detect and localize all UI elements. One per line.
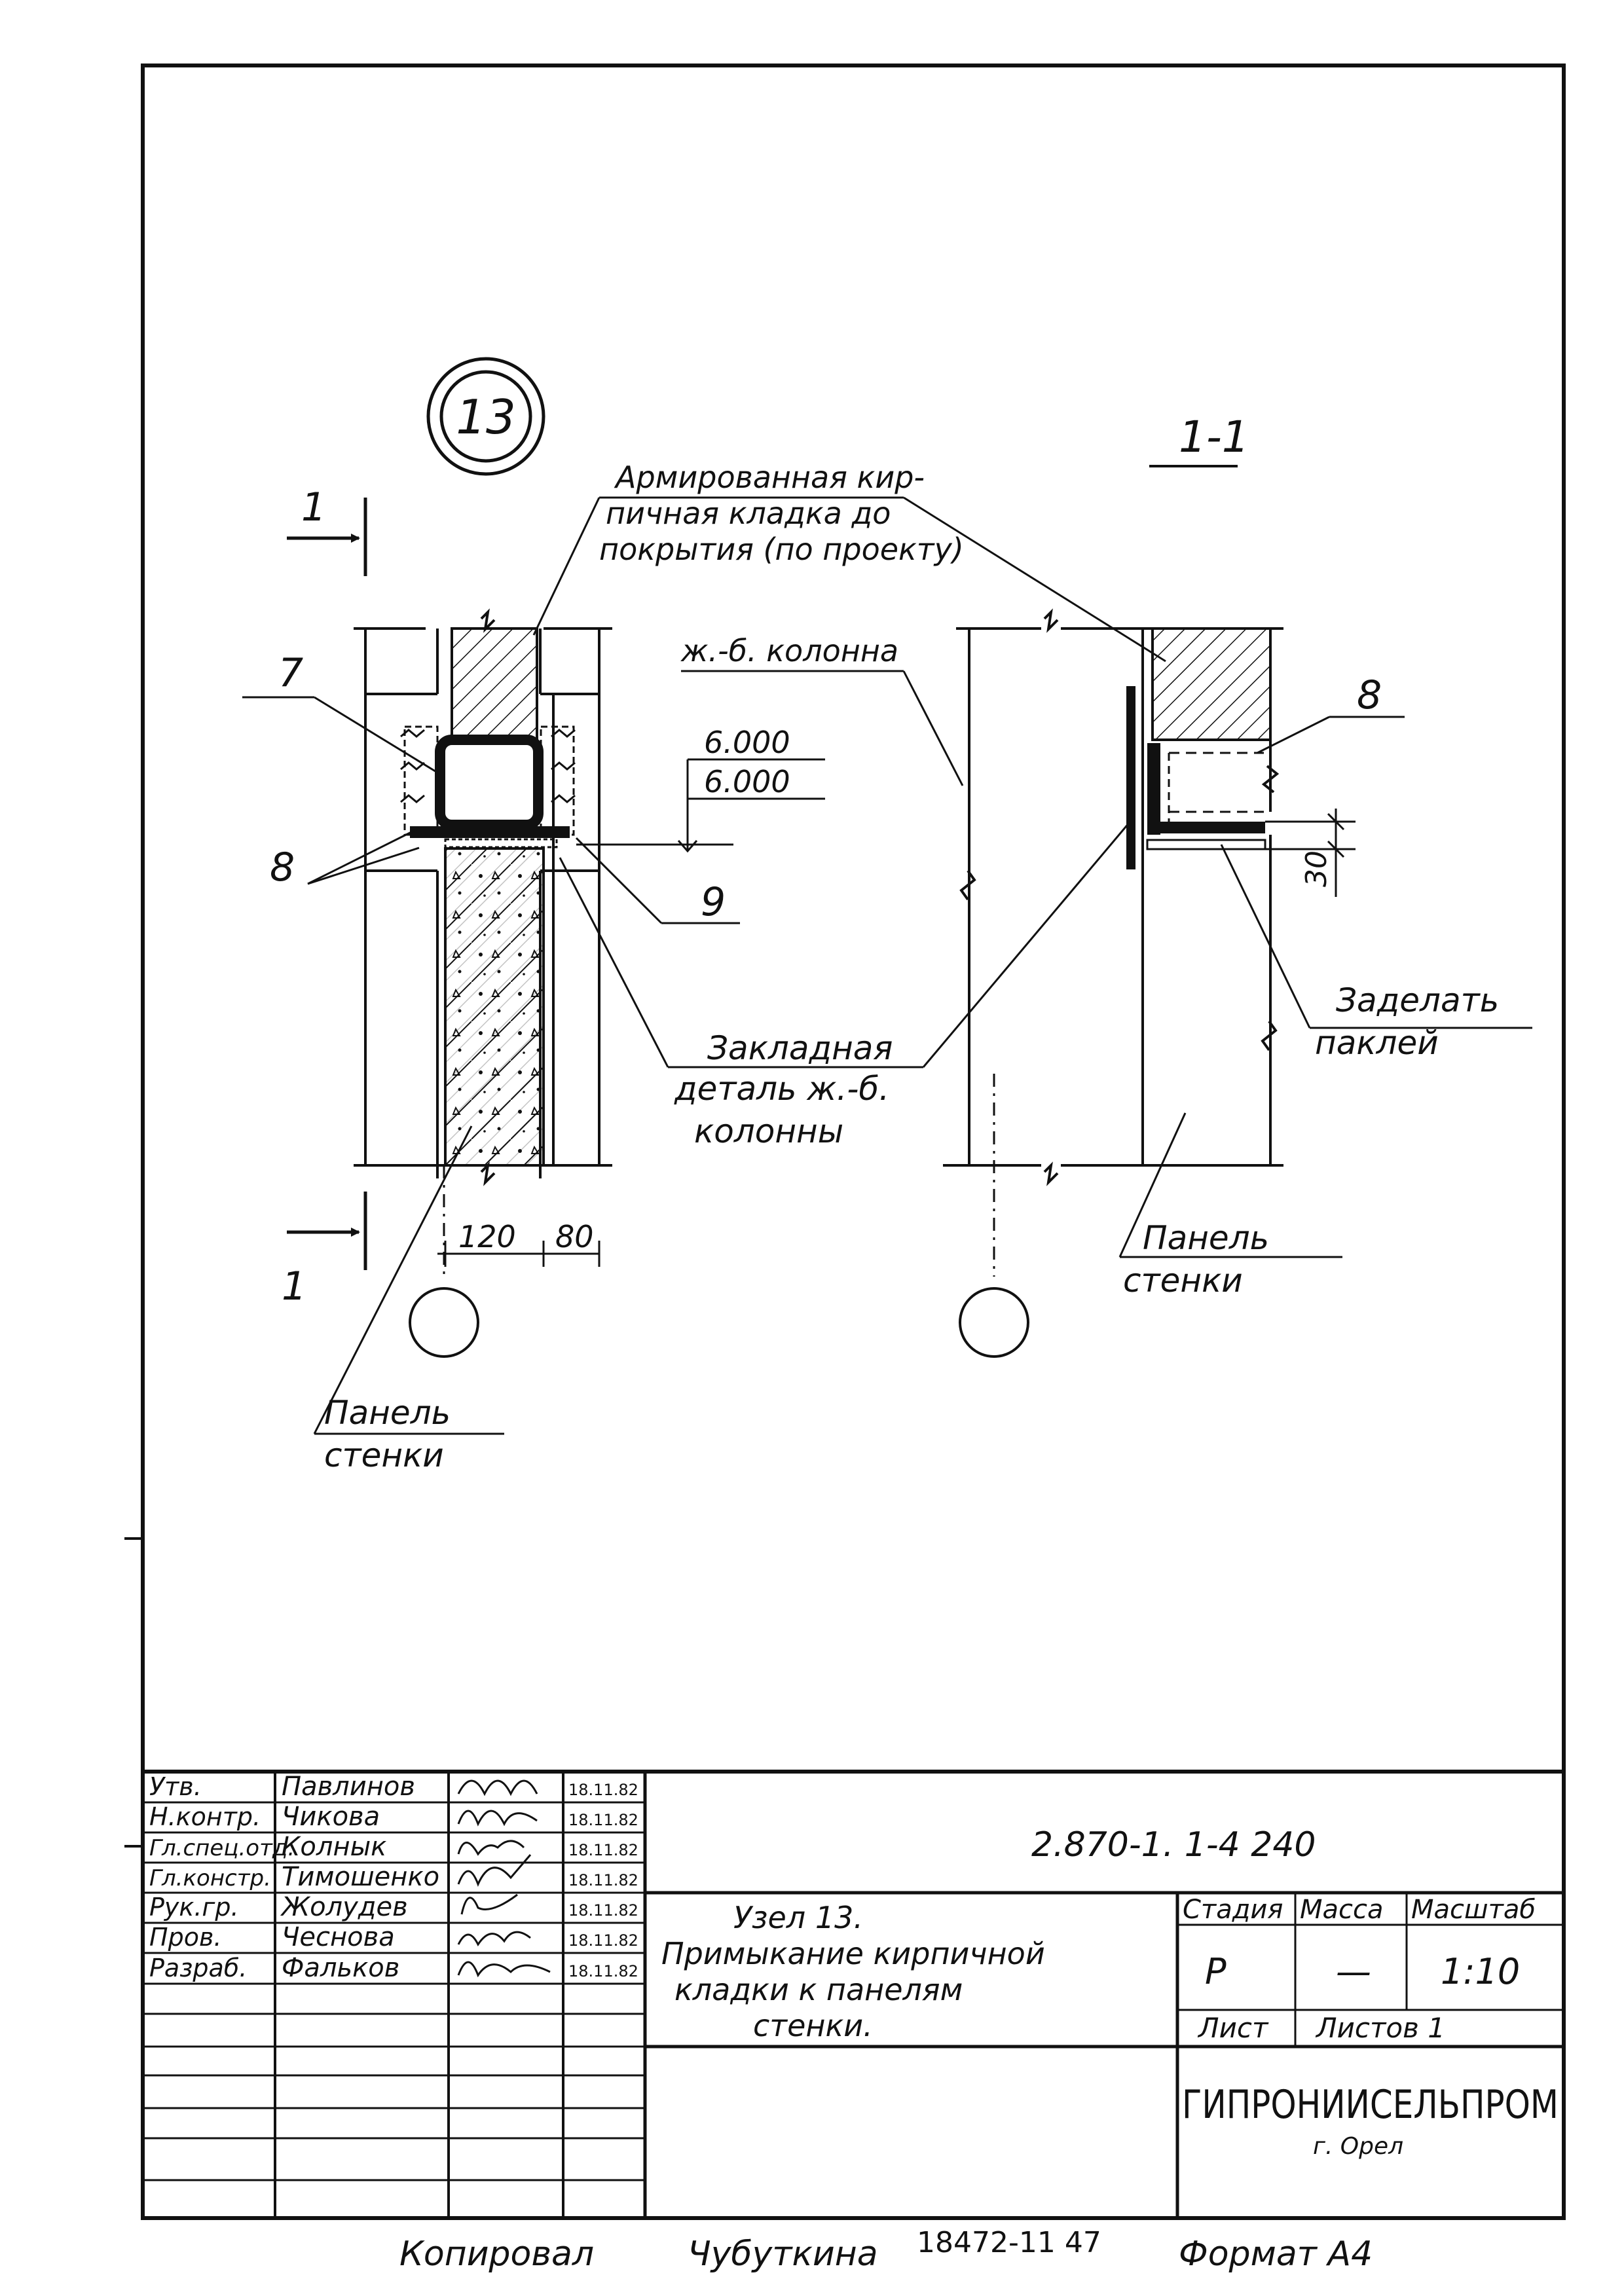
embedded-callout-line1: Закладная <box>707 1029 893 1067</box>
copied-label: Копировал <box>399 2234 594 2274</box>
steel-tube <box>435 735 544 830</box>
mark-9: 9 <box>701 879 726 925</box>
dim-80: 80 <box>555 1219 594 1254</box>
rc-column-callout: ж.-б. колонна <box>680 633 898 668</box>
signatory-date: 18.11.82 <box>568 1811 638 1829</box>
panel-callout-left-line2: стенки <box>324 1436 444 1474</box>
signatory-date: 18.11.82 <box>568 1871 638 1889</box>
signatory-row: Гл.спец.отд. Колнык 18.11.82 <box>149 1832 638 1862</box>
signatory-row: Утв. Павлинов 18.11.82 <box>149 1772 638 1802</box>
callout-leaders-left <box>242 496 1166 1435</box>
format-label: Формат А4 <box>1179 2234 1373 2274</box>
signature <box>457 1810 538 1827</box>
signatory-date: 18.11.82 <box>568 1841 638 1859</box>
signatory-row: Пров. Чеснова 18.11.82 <box>149 1922 638 1952</box>
organization-city: г. Орел <box>1313 2133 1403 2160</box>
cut-marker-top: 1 <box>287 484 367 576</box>
organization-name: ГИПРОНИИСЕЛЬПРОМ <box>1182 2082 1559 2128</box>
mass-value: — <box>1336 1951 1371 1992</box>
signatory-role: Гл.констр. <box>149 1865 271 1891</box>
cut-label-top: 1 <box>301 484 326 530</box>
copier-name: Чубуткина <box>688 2234 878 2274</box>
masonry-hatch <box>451 627 538 741</box>
panel-callout-right-line1: Панель <box>1143 1219 1269 1257</box>
section-view: 30 <box>943 608 1356 1358</box>
mark-8-right: 8 <box>1357 672 1382 718</box>
plan-view: 120 80 <box>354 608 612 1358</box>
signatory-row: Гл.констр. Тимошенко 18.11.82 <box>149 1854 638 1892</box>
section-mark-label: 1-1 <box>1179 412 1249 462</box>
inventory-number: 18472-11 47 <box>917 2226 1101 2259</box>
title-block <box>141 1770 1566 2220</box>
signatory-table: Утв. Павлинов 18.11.82 Н.контр. Чикова 1… <box>149 1772 638 1983</box>
signature <box>457 1961 551 1978</box>
signatory-row: Н.контр. Чикова 18.11.82 <box>149 1802 638 1832</box>
elevation-1: 6.000 <box>704 725 790 760</box>
signatory-date: 18.11.82 <box>568 1962 638 1980</box>
stage-header: Стадия <box>1183 1895 1283 1925</box>
signatory-name: Павлинов <box>282 1772 415 1802</box>
callout-leaders-right <box>1118 716 1532 1258</box>
signatory-role: Утв. <box>149 1772 202 1801</box>
signatory-role: Рук.гр. <box>149 1893 239 1922</box>
signature <box>457 1854 532 1887</box>
seal-callout-line1: Заделать <box>1336 981 1499 1019</box>
signatory-name: Чикова <box>282 1802 380 1832</box>
embedded-callout-line3: колонны <box>694 1112 843 1150</box>
mark-7: 7 <box>278 650 303 696</box>
document-code: 2.870-1. 1-4 240 <box>1031 1825 1316 1865</box>
stage-value: Р <box>1205 1951 1227 1992</box>
elevation-marks <box>576 758 825 853</box>
signature <box>457 1931 531 1946</box>
signatory-name: Тимошенко <box>282 1862 439 1892</box>
masonry-callout-line3: покрытия (по проекту) <box>599 532 964 567</box>
signatory-role: Разраб. <box>149 1954 247 1982</box>
title-line4: стенки. <box>753 2008 873 2043</box>
masonry-hatch-section <box>1151 627 1272 741</box>
signatory-row: Рук.гр. Жолудев 18.11.82 <box>149 1892 638 1922</box>
signatory-role: Пров. <box>149 1923 221 1952</box>
node-marker: 13 <box>426 357 545 476</box>
sheets-count: Листов 1 <box>1315 2012 1445 2044</box>
signatory-name: Чеснова <box>282 1922 395 1952</box>
title-line2: Примыкание кирпичной <box>661 1936 1045 1971</box>
signatory-role: Гл.спец.отд. <box>149 1835 295 1861</box>
signatory-role: Н.контр. <box>149 1802 261 1831</box>
sheet-label: Лист <box>1197 2012 1269 2044</box>
signature <box>460 1893 518 1915</box>
footer: Копировал Чубуткина 18472-11 47 Формат А… <box>399 2226 1373 2274</box>
signatory-name: Колнык <box>282 1832 386 1862</box>
signature <box>457 1840 525 1856</box>
seal-callout-line2: паклей <box>1315 1024 1439 1062</box>
embedded-callout-line2: деталь ж.-б. <box>674 1070 889 1108</box>
dim-120: 120 <box>458 1219 516 1254</box>
axis-bubble-right <box>959 1287 1029 1358</box>
node-number: 13 <box>456 390 516 445</box>
title-line1: Узел 13. <box>733 1900 863 1935</box>
scale-header: Масштаб <box>1411 1895 1536 1925</box>
masonry-callout-line2: пичная кладка до <box>606 496 891 531</box>
masonry-callout-line1: Армированная кир- <box>614 460 925 495</box>
panel-callout-right-line2: стенки <box>1123 1262 1243 1300</box>
axis-bubble-left <box>409 1287 479 1358</box>
elevation-2: 6.000 <box>704 764 790 799</box>
mass-header: Масса <box>1300 1895 1384 1925</box>
signatory-date: 18.11.82 <box>568 1931 638 1950</box>
cut-marker-bottom: 1 <box>282 1192 367 1309</box>
cut-label-bottom: 1 <box>282 1264 306 1309</box>
section-title: 1-1 <box>1149 412 1249 467</box>
scale-value: 1:10 <box>1441 1951 1520 1992</box>
signatory-row: Разраб. Фальков 18.11.82 <box>149 1953 638 1983</box>
title-line3: кладки к панелям <box>674 1972 963 2007</box>
signatory-name: Жолудев <box>280 1892 408 1922</box>
signatory-date: 18.11.82 <box>568 1901 638 1920</box>
panel-callout-left-line1: Панель <box>324 1394 451 1432</box>
signature <box>457 1779 538 1796</box>
signatory-date: 18.11.82 <box>568 1781 638 1799</box>
signatory-name: Фальков <box>282 1953 399 1983</box>
mark-8-left: 8 <box>270 845 295 890</box>
dim-30: 30 <box>1300 850 1333 887</box>
